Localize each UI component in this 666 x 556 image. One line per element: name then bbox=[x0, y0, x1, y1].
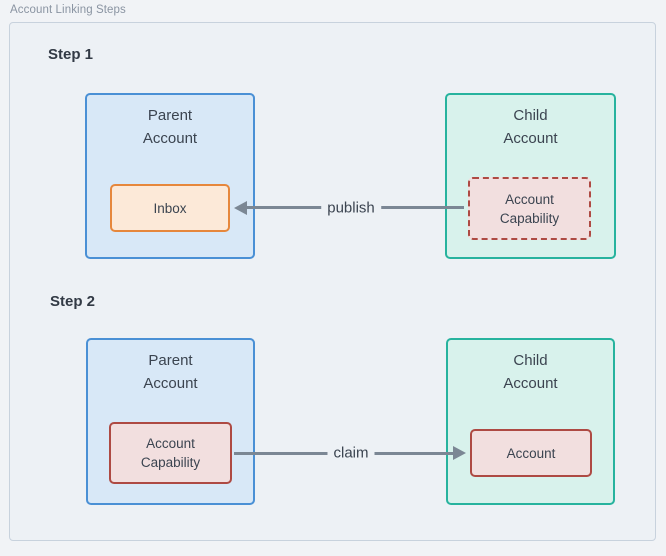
diagram-title: Account Linking Steps bbox=[10, 4, 126, 16]
step1-parent-account-box: Parent Account bbox=[85, 93, 255, 259]
step2-parent-account-title: Parent Account bbox=[143, 352, 198, 392]
step2-heading: Step 2 bbox=[50, 293, 96, 310]
step2-account-capability-node: Account Capability bbox=[109, 422, 232, 484]
step1-child-account-title: Child Account bbox=[503, 107, 558, 147]
publish-edge-label: publish bbox=[321, 199, 381, 217]
arrowhead-right-icon bbox=[453, 446, 466, 460]
arrowhead-left-icon bbox=[234, 201, 247, 215]
step1-parent-account-title: Parent Account bbox=[142, 107, 198, 147]
step1-account-capability-node: Account Capability bbox=[468, 177, 591, 240]
step2-account-node: Account bbox=[470, 429, 592, 477]
claim-edge-label: claim bbox=[327, 444, 375, 462]
step1-heading: Step 1 bbox=[48, 46, 94, 63]
step1-inbox-node: Inbox bbox=[110, 184, 230, 232]
step2-child-account-box: Child Account bbox=[446, 338, 615, 505]
step2-child-account-title: Child Account bbox=[503, 352, 558, 392]
